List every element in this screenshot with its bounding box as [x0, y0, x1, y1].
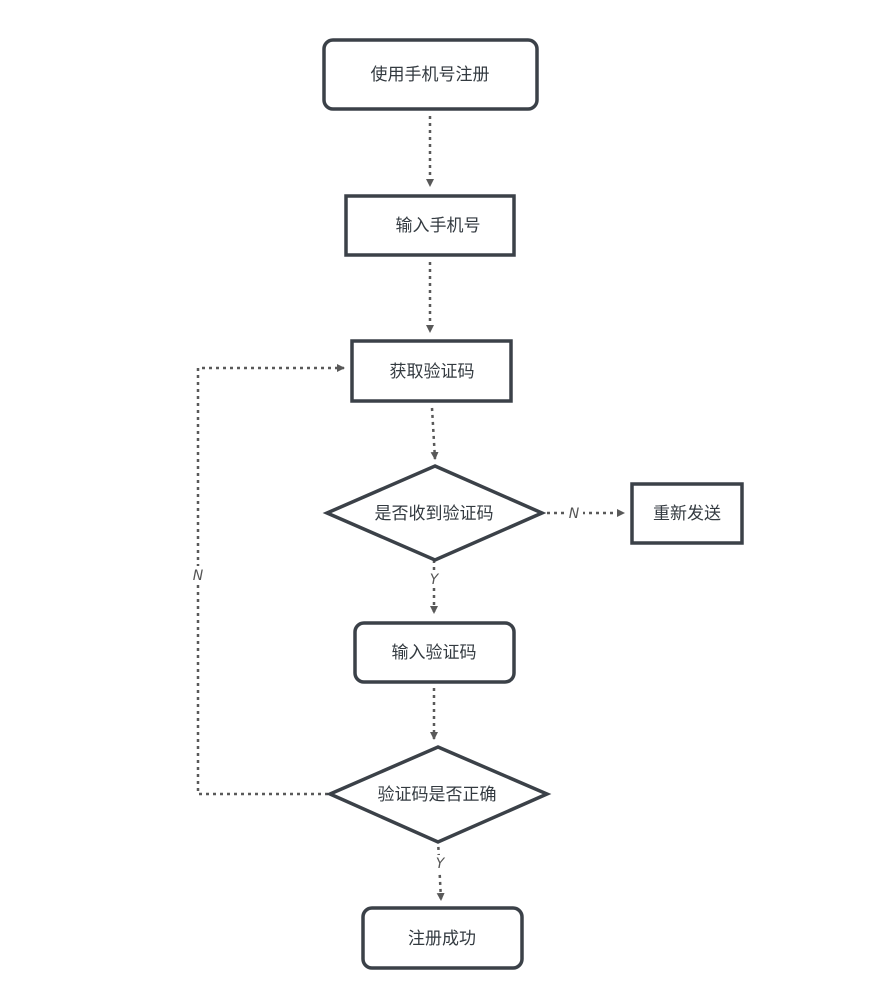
node-label: 获取验证码: [390, 362, 475, 382]
node-resend: 重新发送: [630, 482, 744, 545]
edge-label-correct-yes: Y: [436, 856, 446, 872]
node-label: 输入验证码: [392, 643, 477, 663]
edge-correct-no-loop-to-get-code: [196, 364, 345, 796]
node-code-correct-decision: 验证码是否正确: [325, 745, 552, 844]
label-bg-received-no: [565, 505, 583, 521]
label-bg-received-yes: [426, 571, 442, 587]
node-label: 是否收到验证码: [375, 504, 494, 524]
edge-get-code-to-received-check: [430, 407, 439, 460]
node-label: 验证码是否正确: [378, 785, 497, 805]
node-code-received-decision: 是否收到验证码: [322, 464, 547, 562]
label-bg-correct-no: [189, 566, 207, 582]
label-bg-correct-yes: [432, 855, 448, 871]
edge-label-received-no: N: [569, 506, 580, 522]
node-label: 使用手机号注册: [371, 64, 490, 85]
node-label: 输入手机号: [396, 216, 481, 236]
node-register-success: 注册成功: [361, 906, 524, 970]
node-get-code: 获取验证码: [350, 339, 513, 403]
node-register-by-phone: 使用手机号注册: [322, 38, 539, 111]
node-label: 重新发送: [653, 504, 721, 524]
edge-label-received-yes: Y: [430, 572, 440, 588]
node-enter-phone: 输入手机号: [344, 194, 516, 257]
edge-label-correct-no: N: [193, 568, 204, 584]
node-enter-code: 输入验证码: [353, 621, 516, 684]
node-label: 注册成功: [408, 929, 476, 949]
